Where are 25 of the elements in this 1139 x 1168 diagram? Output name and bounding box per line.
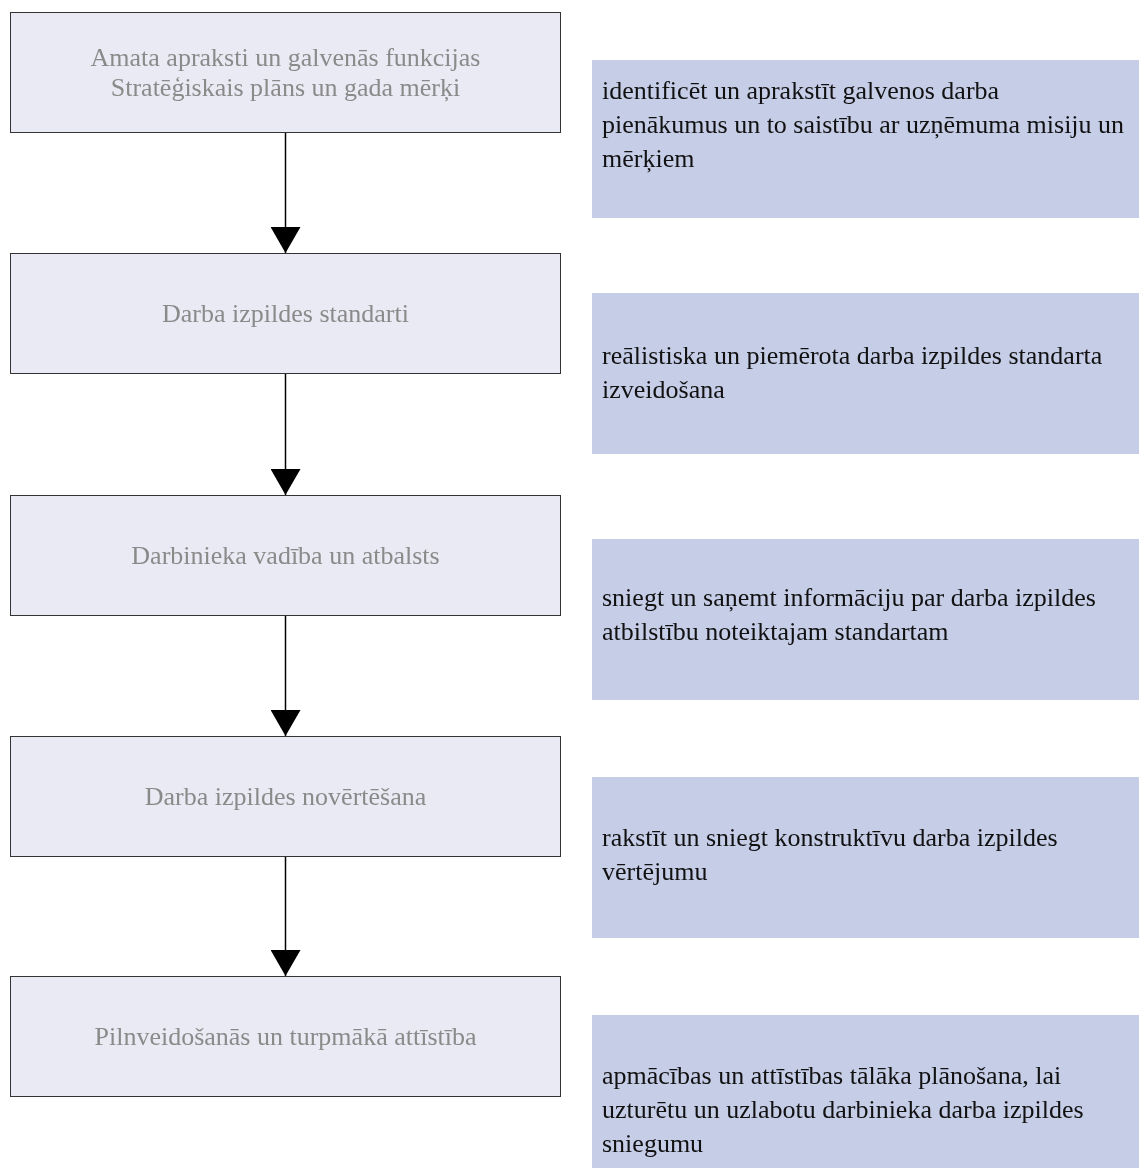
description-panel: [592, 293, 1139, 454]
arrow: [270, 856, 301, 977]
process-box: [10, 12, 561, 133]
description-text: apmācības un attīstības tālāka plānošana, lai uzturētu un uzlabotu darbinieka darba izpildes sniegumu: [602, 1060, 1085, 1160]
step-label: Amata apraksti un galvenās funkcijas: [90, 42, 481, 73]
process-box: [10, 736, 561, 857]
description-panel: [592, 777, 1139, 938]
step-label: Darbinieka vadība un atbalsts: [131, 540, 440, 571]
description-panel: [592, 60, 1139, 218]
description-text: identificēt un aprakstīt galvenos darba pienākumus un to saistību ar uzņēmuma misiju un mērķiem: [602, 75, 1126, 175]
step-label: Darba izpildes novērtēšana: [144, 781, 427, 812]
step-label: Pilnveidošanās un turpmākā attīstība: [94, 1021, 477, 1052]
process-box: [10, 495, 561, 616]
description-text: rakstīt un sniegt konstruktīvu darba izpildes vērtējumu: [602, 822, 1059, 888]
arrow: [270, 373, 301, 496]
description-text: reālistiska un piemērota darba izpildes standarta izveidošana: [602, 340, 1104, 406]
arrow: [270, 615, 301, 737]
step-label: Darba izpildes standarti: [162, 298, 409, 329]
description-panel: [592, 539, 1139, 700]
process-box: [10, 253, 561, 374]
description-panel: [592, 1015, 1139, 1168]
description-text: sniegt un saņemt informāciju par darba izpildes atbilstību noteiktajam standartam: [602, 582, 1097, 648]
process-box: [10, 976, 561, 1097]
arrow: [270, 132, 301, 254]
step-label: Stratēģiskais plāns un gada mērķi: [110, 72, 461, 103]
